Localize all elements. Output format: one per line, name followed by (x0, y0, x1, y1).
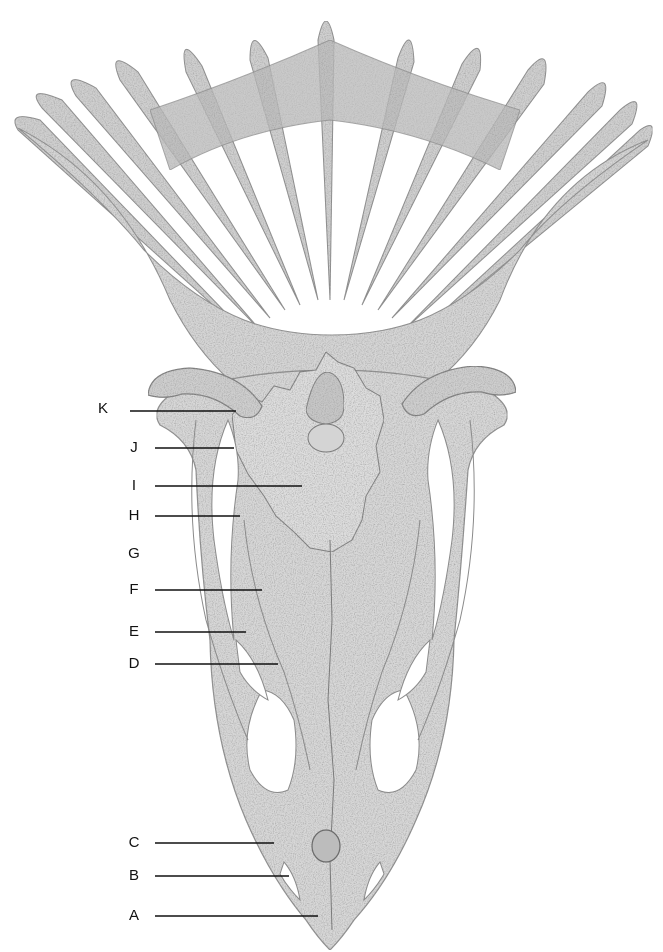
label-g: G (124, 546, 144, 561)
label-h: H (124, 508, 144, 523)
label-k: K (93, 401, 113, 416)
label-a: A (124, 908, 144, 923)
label-c: C (124, 835, 144, 850)
label-e: E (124, 624, 144, 639)
label-f: F (124, 582, 144, 597)
label-j: J (124, 440, 144, 455)
label-i: I (124, 478, 144, 493)
naris (312, 830, 340, 862)
label-b: B (124, 868, 144, 883)
nasal-boss (308, 424, 344, 452)
label-d: D (124, 656, 144, 671)
